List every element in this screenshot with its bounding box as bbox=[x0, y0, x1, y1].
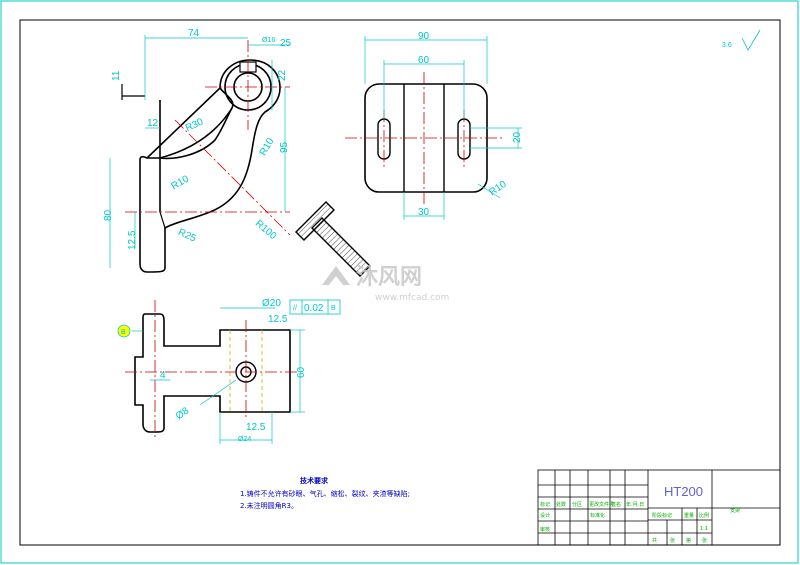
tb-review: 审核 bbox=[540, 526, 550, 533]
tb-sheet-2: 第 bbox=[686, 537, 691, 544]
dim-90: 90 bbox=[418, 31, 430, 42]
material: HT200 bbox=[664, 484, 703, 499]
base-line-b bbox=[159, 211, 166, 229]
scale-value: 1:1 bbox=[700, 526, 708, 532]
side-view: 90 60 20 30 R10 bbox=[345, 31, 523, 220]
dim-80: 80 bbox=[103, 209, 114, 221]
dim-12-5: 12.5 bbox=[127, 230, 138, 250]
dim-4: 4 bbox=[160, 370, 166, 381]
notes-line1: 1.铸件不允许有砂眼、气孔、缩松、裂纹、夹渣等缺陷; bbox=[240, 489, 410, 498]
inner-frame bbox=[19, 19, 781, 546]
dim-95: 95 bbox=[279, 141, 290, 153]
dim-20: 20 bbox=[512, 131, 523, 143]
notes-line2: 2.未注明圆角R3。 bbox=[240, 501, 298, 510]
dim-phi8: Ø8 bbox=[174, 405, 192, 422]
dim-r10: R10 bbox=[487, 179, 509, 199]
tb-scale-label: 比例 bbox=[699, 512, 709, 519]
dim-12-5-bot: 12.5 bbox=[246, 422, 266, 433]
dim-22: 22 bbox=[277, 69, 288, 81]
dim-phi24: Ø24 bbox=[238, 436, 251, 443]
tb-sheet-1: 张 bbox=[670, 537, 675, 544]
roughness-symbol: 3.6 bbox=[722, 29, 761, 51]
tol-value: 0.02 bbox=[304, 303, 324, 314]
watermark: 沐风网 www.mfcad.com bbox=[322, 265, 449, 303]
dim-r10-b: R10 bbox=[170, 173, 192, 192]
dim-25: 25 bbox=[280, 38, 292, 49]
datum-b: B bbox=[121, 329, 126, 336]
tb-label-0: 标记 bbox=[540, 501, 550, 508]
dim-r10-a: R10 bbox=[258, 136, 277, 158]
bracket-outline bbox=[139, 59, 281, 273]
tb-label-3: 更改文件号 bbox=[589, 501, 614, 508]
removed-section bbox=[295, 201, 371, 277]
tb-design: 设计 bbox=[540, 512, 550, 519]
datum-b-marker bbox=[117, 324, 131, 338]
centerline-diag bbox=[174, 119, 291, 236]
dim-phi16: Ø16 bbox=[262, 37, 275, 44]
bottom-view: B // 0.02 B Ø20 12.5 60 4 Ø8 12.5 Ø24 bbox=[117, 298, 341, 444]
tb-sheet-0: 共 bbox=[652, 537, 657, 544]
title-block bbox=[537, 469, 781, 546]
part-name: 支架 bbox=[730, 507, 740, 514]
tolerance-frame: // 0.02 B bbox=[289, 299, 341, 315]
dim-30: 30 bbox=[418, 207, 430, 218]
dim-12-5-top: 12.5 bbox=[268, 314, 288, 325]
tol-datum: B bbox=[331, 305, 336, 312]
tb-weight: 重量 bbox=[684, 512, 694, 519]
dim-r25: R25 bbox=[176, 227, 198, 245]
tol-symbol: // bbox=[293, 305, 297, 312]
tb-standard: 标准化 bbox=[590, 512, 605, 519]
tb-label-4: 签名 bbox=[611, 501, 621, 508]
dim-60-bottom: 60 bbox=[296, 366, 307, 378]
watermark-text: 沐风网 bbox=[356, 265, 422, 290]
bottom-outline bbox=[134, 313, 291, 433]
dim-phi20: Ø20 bbox=[262, 298, 281, 309]
watermark-url: www.mfcad.com bbox=[375, 293, 449, 303]
dim-74: 74 bbox=[188, 28, 200, 39]
front-view: 74 Ø16 25 11 22 12 R30 R10 95 R10 80 12.… bbox=[103, 28, 292, 273]
roughness-label: 3.6 bbox=[722, 42, 732, 49]
technical-notes: 技术要求 1.铸件不允许有砂眼、气孔、缩松、裂纹、夹渣等缺陷; 2.未注明圆角R… bbox=[240, 476, 410, 510]
dim-11: 11 bbox=[111, 70, 122, 81]
dim-r100: R100 bbox=[253, 218, 279, 242]
tb-label-5: 年.月.日 bbox=[626, 501, 644, 508]
dim-12: 12 bbox=[147, 118, 159, 129]
notes-title: 技术要求 bbox=[300, 476, 329, 485]
dim-60: 60 bbox=[418, 55, 430, 66]
tb-label-2: 分区 bbox=[572, 501, 582, 508]
tb-stage: 阶段标记 bbox=[652, 512, 672, 519]
tb-label-1: 处数 bbox=[556, 501, 566, 508]
tb-sheet-3: 张 bbox=[702, 537, 707, 544]
